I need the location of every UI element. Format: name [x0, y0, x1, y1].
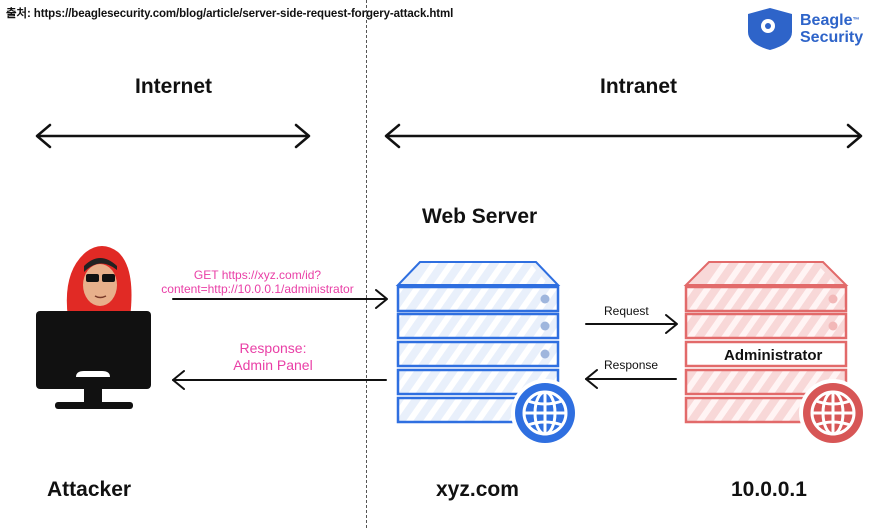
logo-tm: ™	[852, 17, 860, 24]
attacker-icon	[36, 246, 151, 409]
internal-response-arrow	[585, 369, 677, 389]
logo-line2: Security	[800, 29, 864, 46]
web-server-domain-label: xyz.com	[436, 478, 519, 501]
internal-server-ip-label: 10.0.0.1	[731, 478, 807, 501]
internal-request-label: Request	[604, 304, 649, 318]
intranet-range-arrow	[384, 123, 863, 149]
beagle-security-logo: Beagle™ Security	[800, 12, 863, 46]
network-divider	[366, 0, 367, 528]
attack-request-arrow	[172, 289, 388, 309]
logo-line1: Beagle	[800, 12, 853, 29]
intranet-label: Intranet	[600, 75, 678, 98]
administrator-label: Administrator	[724, 347, 823, 364]
attack-response-line2: Admin Panel	[233, 357, 313, 373]
web-server-globe-icon	[511, 379, 579, 447]
web-server-title: Web Server	[422, 205, 538, 228]
attack-request-line2: content=http://10.0.0.1/administrator	[161, 282, 354, 296]
attack-response-arrow	[172, 370, 387, 390]
attack-response-line1: Response:	[239, 340, 307, 356]
attack-response-text: Response: Admin Panel	[188, 340, 358, 374]
web-server-icon	[395, 261, 579, 447]
attack-request-line1: GET https://xyz.com/id?	[193, 268, 322, 282]
attacker-label: Attacker	[47, 478, 132, 501]
internet-range-arrow	[35, 123, 311, 149]
internal-response-label: Response	[604, 358, 659, 372]
internet-label: Internet	[135, 75, 213, 98]
attack-request-text: GET https://xyz.com/id? content=http://1…	[150, 268, 365, 296]
beagle-shield-icon	[748, 8, 792, 50]
internal-server-icon	[683, 261, 867, 447]
internal-request-arrow	[585, 314, 678, 334]
source-caption: 출처: https://beaglesecurity.com/blog/arti…	[6, 8, 454, 20]
internal-server-globe-icon	[799, 379, 867, 447]
